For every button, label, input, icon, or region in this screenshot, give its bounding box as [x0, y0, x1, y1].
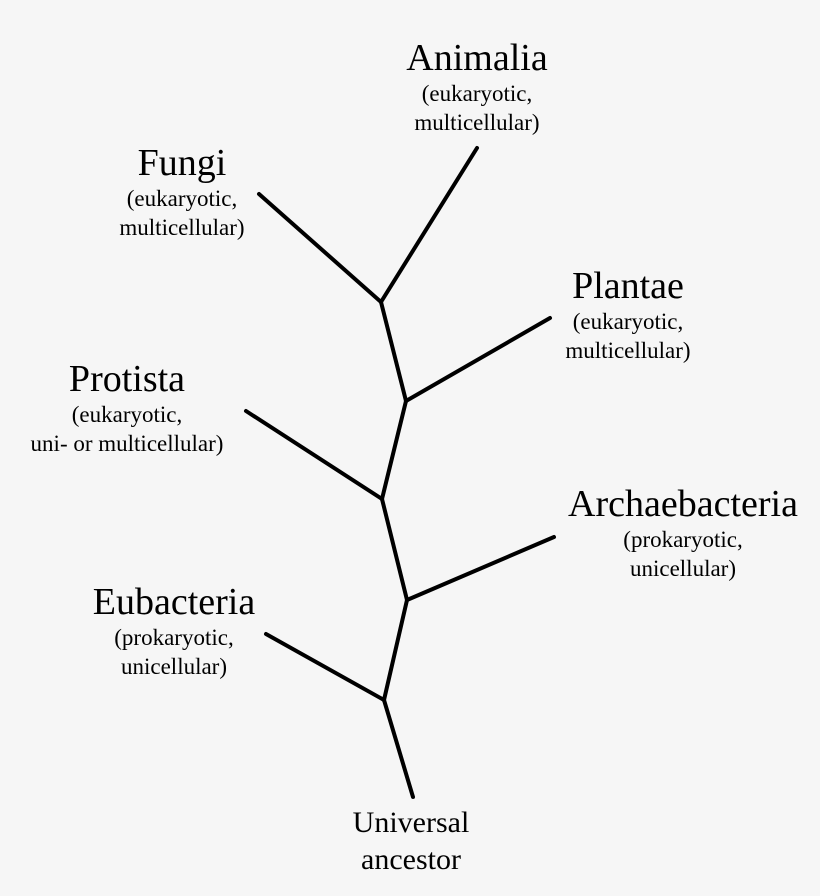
branch-plantae: [404, 316, 552, 403]
taxon-fungi: Fungi (eukaryotic, multicellular): [119, 142, 244, 242]
taxon-name: Animalia: [406, 37, 548, 79]
root-label-line1: Universal: [352, 806, 470, 839]
taxon-name: Archaebacteria: [568, 483, 798, 525]
taxon-name: Protista: [68, 358, 186, 400]
taxon-description: (eukaryotic,: [421, 81, 533, 106]
taxon-description: multicellular): [565, 338, 691, 363]
taxon-description: (eukaryotic,: [126, 186, 238, 211]
taxon-description: (prokaryotic,: [623, 527, 743, 552]
taxon-name: Fungi: [137, 142, 227, 184]
taxon-description: (eukaryotic,: [71, 402, 183, 427]
branch-archaebacteria: [405, 535, 556, 602]
taxon-plantae: Plantae (eukaryotic, multicellular): [565, 265, 690, 365]
branch-protista: [244, 409, 384, 501]
taxon-description: (eukaryotic,: [572, 309, 684, 334]
taxon-description: multicellular): [414, 110, 540, 135]
root-label-line2: ancestor: [361, 843, 461, 876]
branch-root-trunk: [382, 698, 415, 799]
taxon-animalia: Animalia (eukaryotic, multicellular): [406, 37, 547, 137]
branch-fungi: [257, 192, 383, 304]
taxon-name: Eubacteria: [92, 581, 256, 623]
branch-eubacteria: [264, 632, 386, 702]
taxon-eubacteria: Eubacteria (prokaryotic, unicellular): [93, 581, 255, 681]
branch-trunk-4: [379, 300, 408, 403]
taxon-protista: Protista (eukaryotic, uni- or multicellu…: [31, 358, 224, 458]
taxon-description: unicellular): [120, 654, 228, 679]
branch-animalia: [379, 146, 479, 304]
taxon-description: uni- or multicellular): [30, 431, 224, 456]
taxon-name: Plantae: [572, 265, 684, 307]
branch-trunk-3: [380, 399, 408, 501]
taxon-description: (prokaryotic,: [114, 625, 234, 650]
branch-trunk-2: [380, 497, 409, 602]
branch-trunk-1: [382, 598, 409, 702]
taxon-description: unicellular): [629, 556, 736, 581]
root-universal-ancestor: Universal ancestor: [353, 804, 470, 878]
taxon-archaebacteria: Archaebacteria (prokaryotic, unicellular…: [568, 483, 798, 583]
taxon-description: multicellular): [119, 215, 245, 240]
